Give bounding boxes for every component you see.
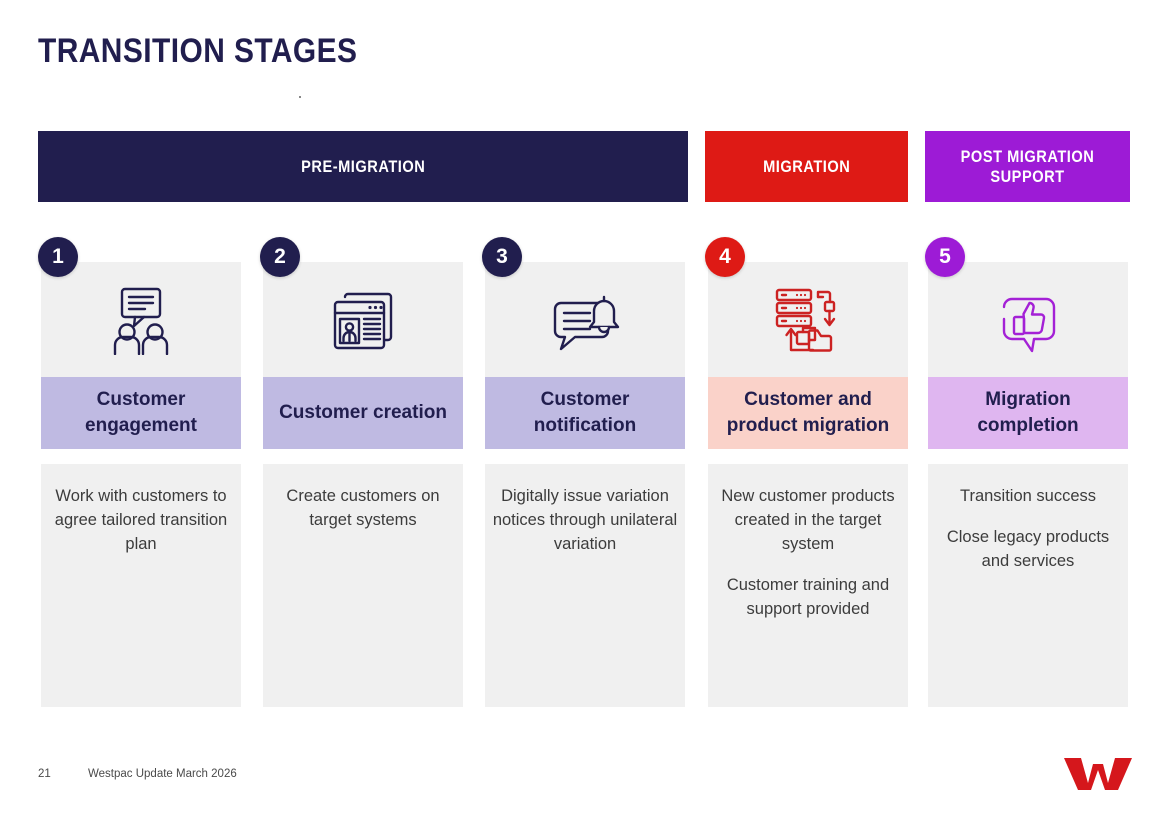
stage-title-4: Customer and product migration (726, 389, 890, 436)
phase-post-migration-support: POST MIGRATION SUPPORT (925, 131, 1130, 202)
footer-page-number: 21 (38, 768, 51, 780)
stage-title-band-4: Customer and product migration (708, 377, 908, 449)
stage-body-4-p1: New customer products created in the tar… (721, 487, 895, 553)
stage-title-band-1: Customer engagement (41, 377, 241, 449)
stage-body-2-p1: Create customers on target systems (286, 487, 440, 529)
stage-badge-2: 2 (260, 237, 300, 277)
phase-migration-label: MIGRATION (762, 156, 851, 176)
stage-icon-panel-3 (485, 262, 685, 377)
phase-pre-migration: PRE-MIGRATION (38, 131, 688, 202)
phase-pre-migration-label: PRE-MIGRATION (300, 156, 426, 176)
phase-header-row: PRE-MIGRATION MIGRATION POST MIGRATION S… (38, 131, 1130, 202)
stage-badge-2-number: 2 (274, 245, 286, 268)
stage-body-4-p2: Customer training and support provided (726, 575, 890, 618)
stage-badge-5: 5 (925, 237, 965, 277)
stage-body-5-p2: Close legacy products and services (946, 527, 1110, 570)
stage-icon-panel-4 (708, 262, 908, 377)
stage-title-band-2: Customer creation (263, 377, 463, 449)
stage-card-row: 1 Customer engagement Work (38, 237, 1130, 707)
data-migration-server-folder-icon (769, 284, 847, 356)
stage-card-1: 1 Customer engagement Work (38, 237, 241, 707)
stage-body-panel-3: Digitally issue variation notices throug… (485, 464, 685, 707)
stage-card-2: 2 (260, 237, 463, 707)
thumbs-up-speech-bubble-icon (992, 285, 1064, 355)
stage-badge-3-number: 3 (496, 245, 508, 268)
decorative-dot (299, 96, 301, 98)
phase-post-migration-support-label: POST MIGRATION SUPPORT (960, 146, 1095, 186)
stage-title-2: Customer creation (279, 402, 447, 424)
stage-icon-panel-1 (41, 262, 241, 377)
speech-bubble-people-icon (105, 285, 177, 355)
stage-body-panel-1: Work with customers to agree tailored tr… (41, 464, 241, 707)
stage-title-3: Customer notification (533, 389, 637, 436)
stage-card-4: 4 (705, 237, 908, 707)
stage-badge-5-number: 5 (939, 245, 951, 268)
stage-badge-4-number: 4 (719, 245, 731, 268)
footer-text: Westpac Update March 2026 (88, 768, 237, 780)
stage-body-panel-4: New customer products created in the tar… (708, 464, 908, 707)
stage-badge-3: 3 (482, 237, 522, 277)
westpac-w-logo (1062, 756, 1134, 792)
stage-title-5: Migration completion (977, 389, 1079, 436)
stage-icon-panel-5 (928, 262, 1128, 377)
stage-title-1: Customer engagement (85, 389, 197, 436)
stage-body-1-p1: Work with customers to agree tailored tr… (54, 487, 228, 553)
page-title: TRANSITION STAGES (38, 32, 358, 70)
stage-badge-4: 4 (705, 237, 745, 277)
stage-body-panel-2: Create customers on target systems (263, 464, 463, 707)
stage-body-panel-5: Transition success Close legacy products… (928, 464, 1128, 707)
stage-badge-1: 1 (38, 237, 78, 277)
stage-card-5: 5 Migration completion Transition succes… (925, 237, 1128, 707)
stage-card-3: 3 Customer notification Digitally issue … (482, 237, 685, 707)
stage-icon-panel-2 (263, 262, 463, 377)
speech-bubble-bell-icon (548, 285, 622, 355)
phase-migration: MIGRATION (705, 131, 908, 202)
stage-body-3-p1: Digitally issue variation notices throug… (492, 487, 678, 553)
stage-body-5-p1: Transition success (959, 487, 1097, 505)
stage-title-band-5: Migration completion (928, 377, 1128, 449)
stage-title-band-3: Customer notification (485, 377, 685, 449)
stage-badge-1-number: 1 (52, 245, 64, 268)
customer-record-windows-icon (327, 285, 399, 355)
